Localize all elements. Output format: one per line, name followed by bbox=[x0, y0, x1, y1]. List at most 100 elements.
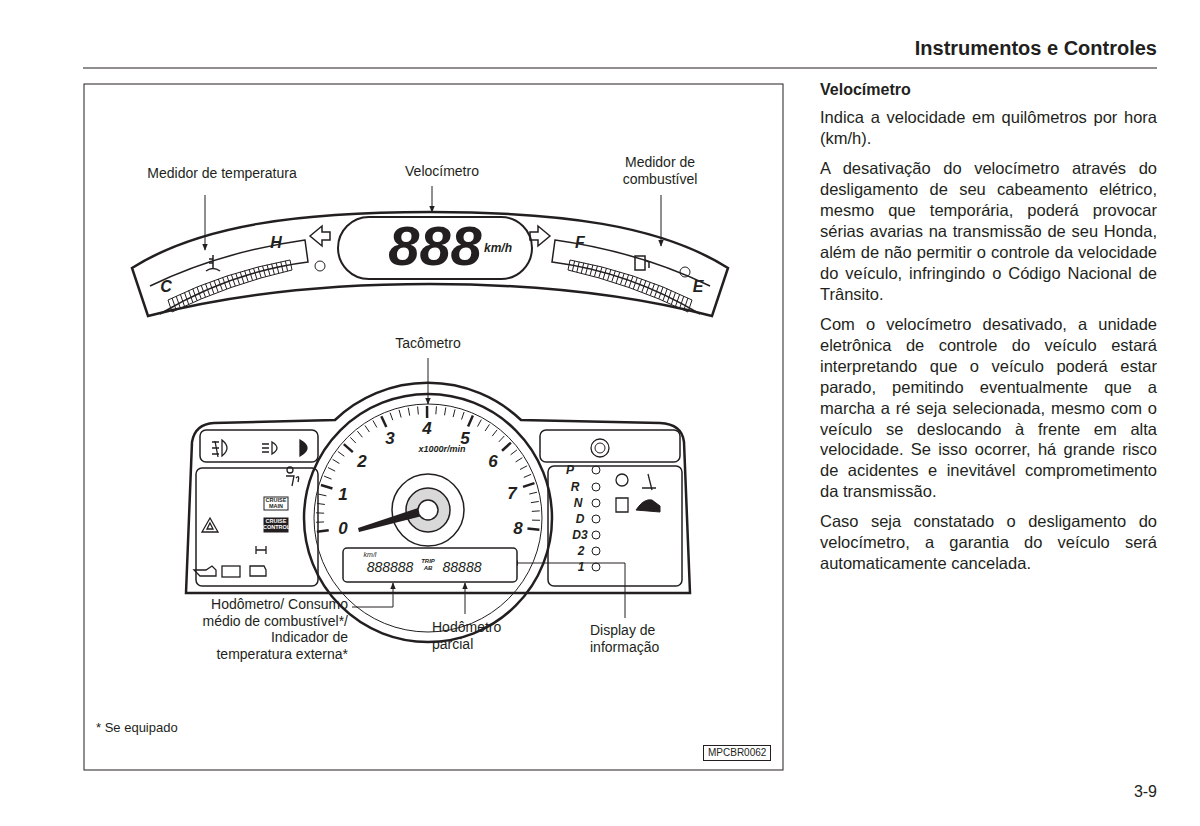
tick bbox=[511, 450, 517, 455]
gauge-segment bbox=[655, 285, 659, 297]
gear-indicator-lamps bbox=[592, 466, 600, 571]
callout-label: Hodômetro parcial bbox=[432, 619, 522, 652]
gear-lamp bbox=[592, 483, 600, 491]
unit-mark: x1000r/min bbox=[407, 445, 477, 454]
gauge-segment bbox=[629, 276, 633, 288]
gauge-segment bbox=[620, 273, 624, 284]
gauge-segment bbox=[267, 265, 270, 276]
tick bbox=[502, 443, 511, 451]
gauge-segment bbox=[214, 280, 218, 292]
tick bbox=[527, 528, 539, 529]
header-rule bbox=[83, 68, 1157, 69]
tick bbox=[390, 413, 393, 421]
gauge-segment bbox=[650, 284, 654, 296]
tachometer-number: 0 bbox=[333, 520, 353, 537]
gear-letter: 2 bbox=[573, 545, 589, 557]
gear-lamp bbox=[592, 547, 600, 555]
gauge-segment bbox=[646, 282, 650, 294]
gauge-segment bbox=[236, 273, 240, 284]
body-paragraph: Indica a velocidade em quilômetros por h… bbox=[820, 107, 1157, 149]
gauge-segment bbox=[258, 267, 261, 278]
gear-letter: R bbox=[567, 481, 583, 493]
gauge-segment bbox=[612, 271, 616, 282]
gauge-segment bbox=[581, 263, 584, 273]
tick bbox=[532, 520, 540, 521]
gauge-segment bbox=[245, 271, 249, 282]
gauge-segment bbox=[218, 279, 222, 291]
tick bbox=[468, 415, 473, 426]
button-label: CRUISE CONTROL bbox=[263, 519, 289, 530]
gauge-segment bbox=[276, 263, 279, 273]
gauge-segment bbox=[633, 277, 637, 289]
tick bbox=[532, 510, 540, 512]
gauge-segment bbox=[184, 292, 188, 304]
gauge-segment bbox=[594, 266, 597, 277]
figure-frame bbox=[84, 84, 783, 770]
gear-letter: 1 bbox=[573, 561, 589, 573]
gauge-segment bbox=[189, 291, 193, 303]
gear-letter: P bbox=[562, 464, 578, 476]
gauge-segment bbox=[176, 296, 180, 308]
gauge-segment bbox=[263, 266, 266, 277]
page-header: Instrumentos e Controles bbox=[657, 36, 1157, 60]
gear-lamp bbox=[592, 563, 600, 571]
display-digits: 888888 bbox=[360, 560, 420, 574]
tick bbox=[529, 492, 537, 494]
gauge-segment bbox=[172, 298, 176, 310]
tachometer-number: 4 bbox=[417, 420, 437, 437]
tick bbox=[365, 425, 370, 432]
tick bbox=[328, 468, 335, 472]
callout-label: Display de informação bbox=[590, 622, 680, 655]
button-label: CRUISE MAIN bbox=[263, 498, 289, 509]
gauge-segment bbox=[223, 277, 227, 289]
section-heading: Velocímetro bbox=[820, 80, 1157, 99]
footnote: * Se equipado bbox=[96, 720, 246, 736]
gauge-segment bbox=[659, 287, 663, 299]
tachometer-number: 1 bbox=[333, 486, 353, 503]
gauge-segment bbox=[663, 289, 667, 301]
tick bbox=[321, 485, 332, 489]
tick bbox=[417, 406, 419, 414]
page-number: 3-9 bbox=[1097, 782, 1157, 801]
tick bbox=[344, 444, 353, 452]
display-mark: TRIP bbox=[416, 558, 440, 564]
tick bbox=[324, 476, 331, 479]
gauge-segment bbox=[590, 265, 593, 276]
leader-lines bbox=[205, 186, 661, 618]
gauge-mark: C bbox=[156, 279, 176, 295]
gear-lamp bbox=[592, 466, 600, 474]
tick bbox=[520, 466, 527, 470]
display-mark: km/l bbox=[355, 551, 385, 558]
gauge-segment bbox=[231, 275, 235, 286]
display-digits: 88888 bbox=[436, 560, 488, 574]
callout-label: Medidor de combustível bbox=[610, 154, 710, 188]
gauge-segment bbox=[249, 269, 253, 280]
tachometer-number: 7 bbox=[502, 485, 522, 502]
tick bbox=[531, 501, 539, 502]
tick bbox=[316, 512, 324, 513]
gear-lamp bbox=[592, 531, 600, 539]
callout-label: Velocímetro bbox=[382, 163, 502, 180]
gauge-mark: H bbox=[266, 235, 286, 251]
tick bbox=[316, 521, 324, 522]
gauge-segment bbox=[607, 269, 611, 280]
tick bbox=[453, 409, 455, 417]
gauge-segment bbox=[599, 267, 602, 278]
tick bbox=[485, 424, 489, 431]
body-paragraph: Com o velocímetro desativado, a unidade … bbox=[820, 314, 1157, 503]
gear-lamp bbox=[592, 515, 600, 523]
tick bbox=[333, 459, 340, 463]
gauge-segment bbox=[638, 279, 642, 291]
tick bbox=[408, 408, 409, 416]
tick bbox=[426, 406, 429, 418]
tick bbox=[357, 431, 362, 437]
tick bbox=[350, 437, 356, 443]
gauge-segment bbox=[272, 264, 275, 275]
callout-label: Medidor de temperatura bbox=[127, 165, 317, 182]
gauge-segment bbox=[676, 294, 680, 306]
gauge-segment bbox=[667, 291, 671, 303]
gauge-segment bbox=[625, 275, 629, 286]
gauge-segment bbox=[577, 262, 579, 272]
gear-lamp bbox=[592, 499, 600, 507]
tick bbox=[381, 416, 386, 427]
